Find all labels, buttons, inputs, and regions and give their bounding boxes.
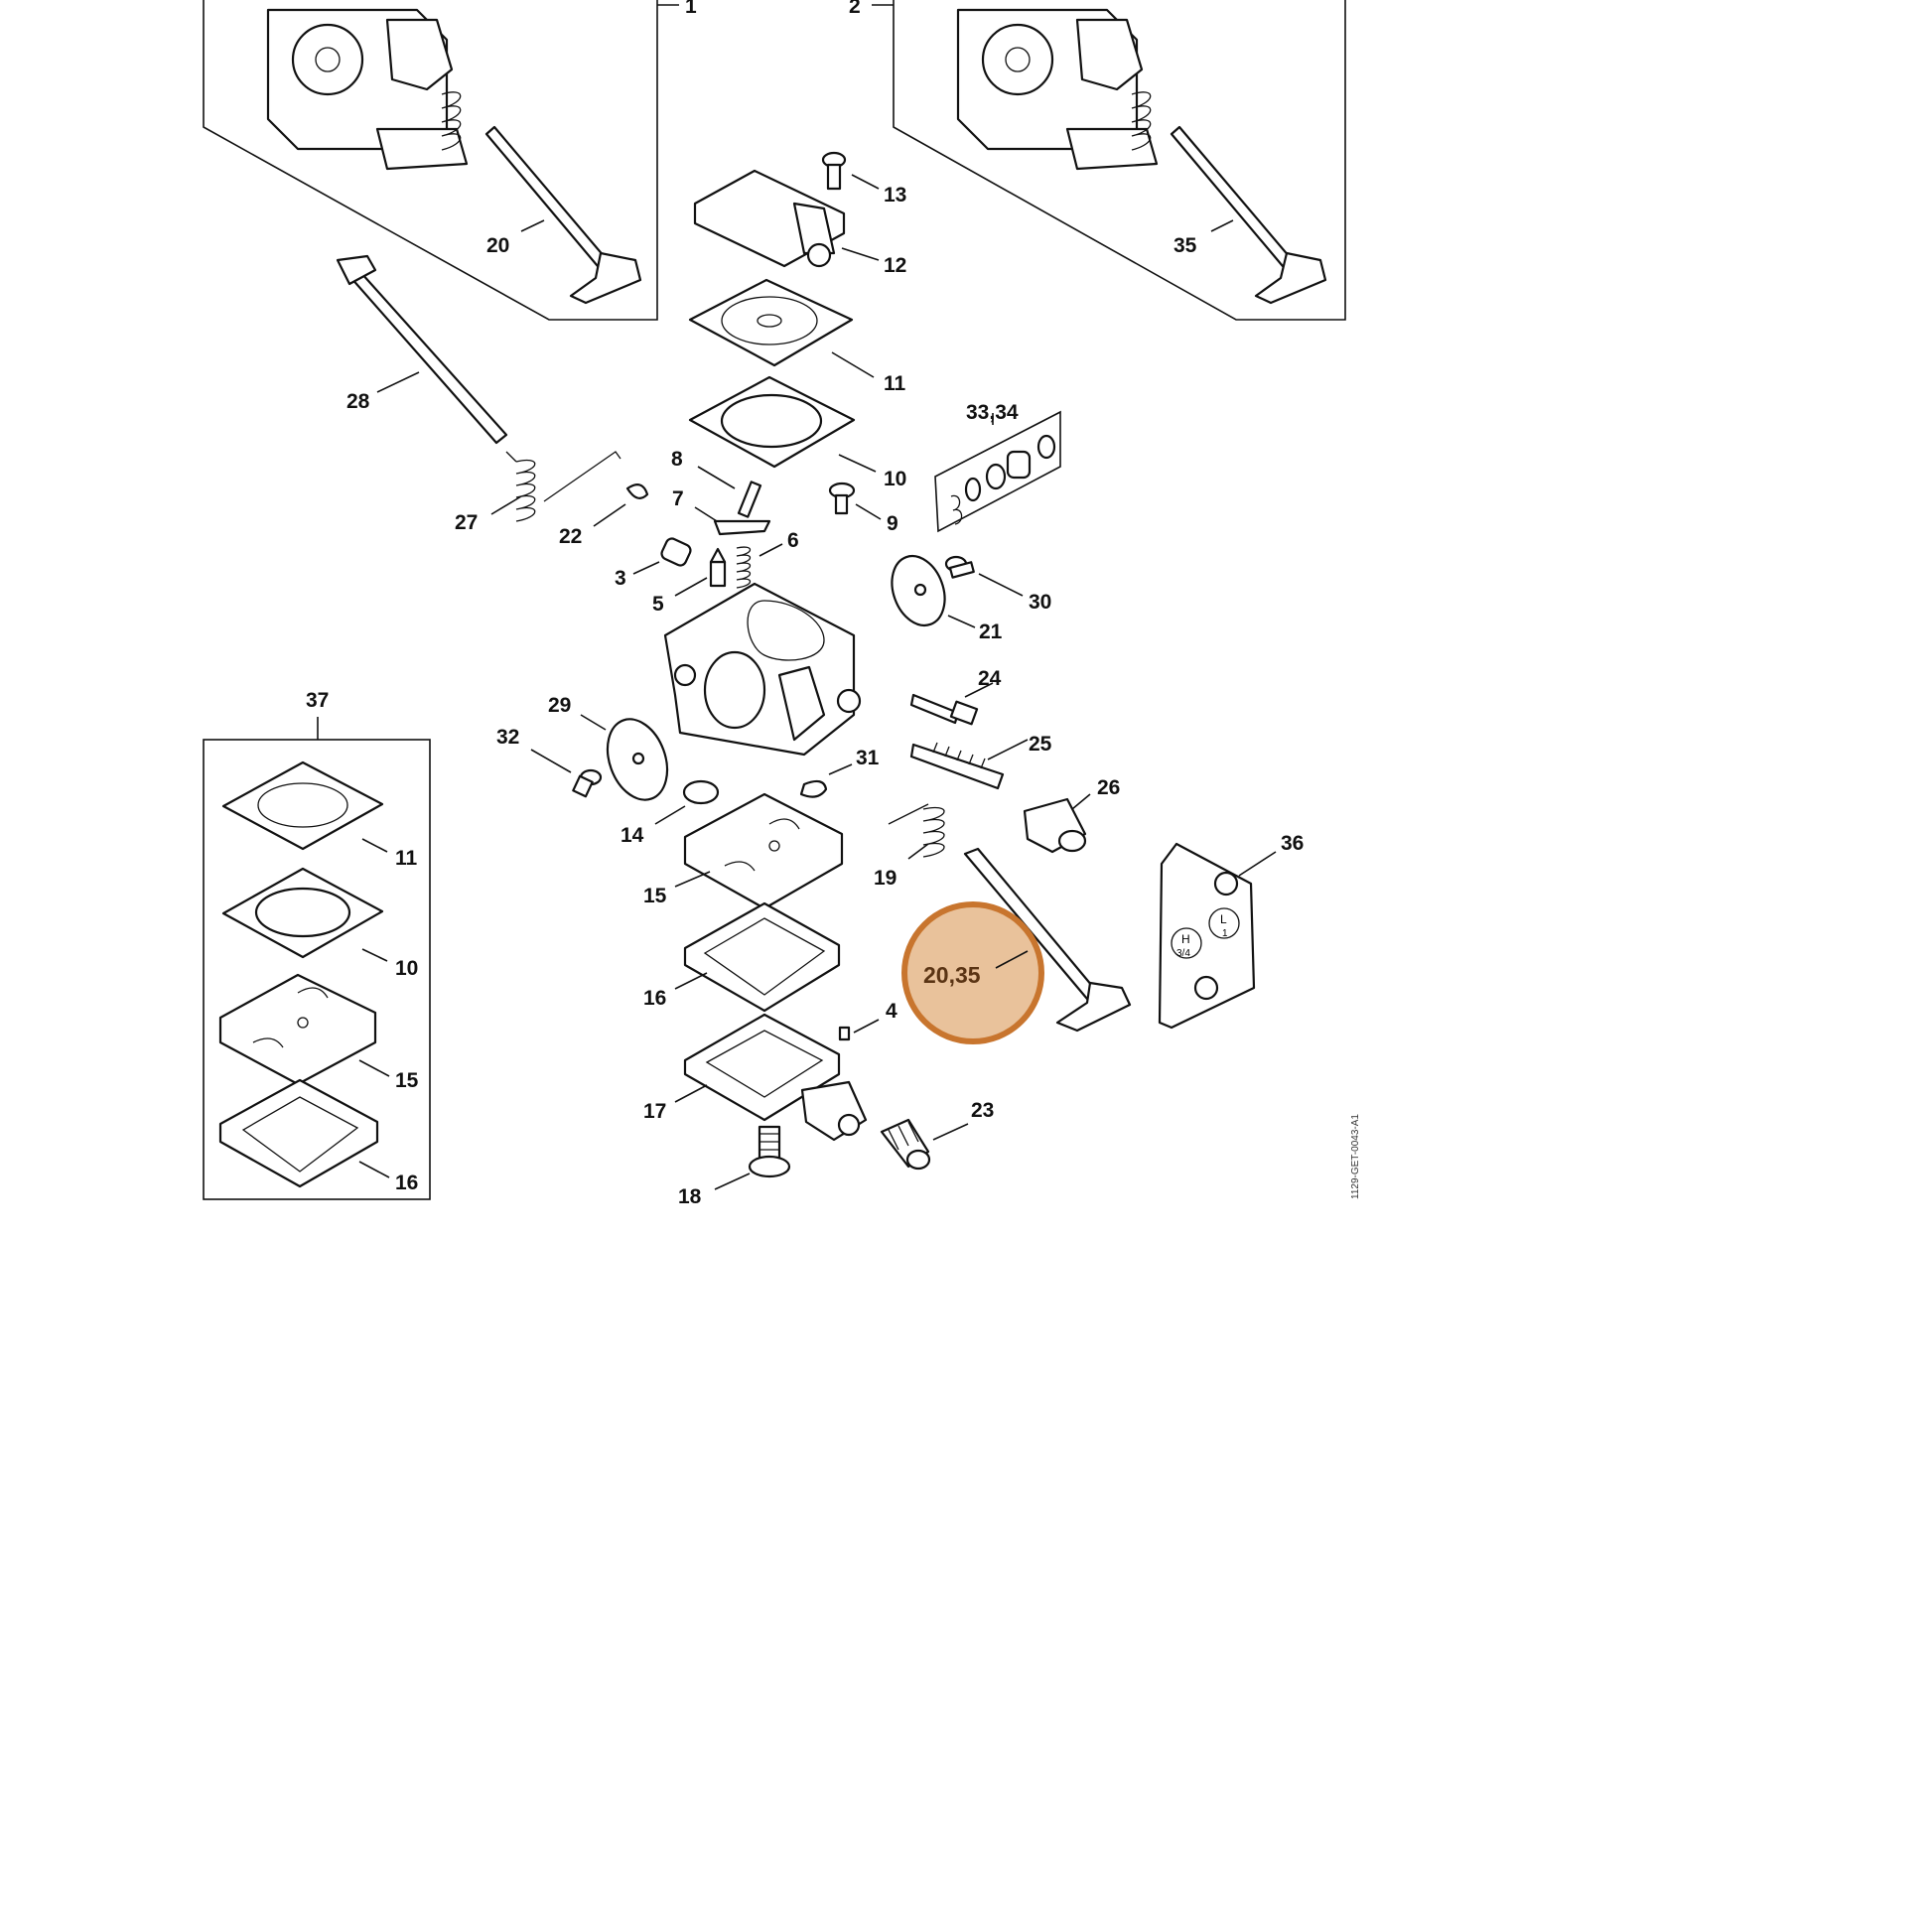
screw-18 [748, 1125, 791, 1178]
adjust-mark-high-turns: 3/4 [1176, 948, 1190, 959]
kit-label-10: 10 [395, 957, 418, 980]
fitting-23 [880, 1118, 931, 1171]
metering-diaphragm-15 [683, 792, 844, 910]
label-37: 37 [306, 689, 329, 712]
limiter-cap-26 [1023, 797, 1087, 854]
label-23: 23 [971, 1099, 994, 1122]
adjust-mark-high: H [1181, 932, 1190, 946]
spring-19 [888, 803, 945, 858]
label-20: 20 [486, 234, 509, 257]
label-12: 12 [884, 254, 906, 277]
screen-14 [682, 779, 720, 805]
pump-cover-12 [693, 169, 846, 268]
label-31: 31 [856, 747, 880, 769]
label-2: 2 [849, 0, 861, 18]
kit-label-16: 16 [395, 1172, 418, 1194]
highlight-circle[interactable] [901, 901, 1044, 1044]
torsion-spring-27 [505, 451, 621, 522]
label-9: 9 [887, 512, 898, 535]
label-18: 18 [678, 1185, 702, 1208]
label-30: 30 [1029, 591, 1051, 614]
diaphragm-11 [688, 278, 854, 367]
label-17: 17 [643, 1100, 666, 1123]
label-5: 5 [652, 593, 664, 616]
carburetor-body [663, 582, 862, 757]
choke-shaft-20-35 [963, 847, 1132, 1033]
cover-36: H 3/4 L 1 [1158, 842, 1256, 1030]
label-6: 6 [787, 529, 799, 552]
screw-13 [821, 151, 847, 191]
label-24: 24 [978, 667, 1002, 690]
label-1: 1 [685, 0, 697, 18]
label-10: 10 [884, 468, 906, 490]
label-15: 15 [643, 885, 667, 907]
assembly-inset-2 [872, 0, 1346, 321]
screw-9 [828, 482, 856, 515]
pin-4 [838, 1026, 851, 1041]
kit-label-11: 11 [395, 847, 418, 870]
screw-30 [944, 555, 975, 579]
label-4: 4 [886, 1000, 897, 1023]
label-19: 19 [874, 867, 897, 890]
gasket-10 [688, 375, 856, 469]
document-id: 1129-GET-0043-A1 [1350, 1114, 1361, 1199]
label-26: 26 [1097, 776, 1120, 799]
label-27: 27 [455, 511, 478, 534]
adjust-mark-low: L [1220, 912, 1227, 926]
pin-8 [737, 481, 762, 518]
label-28: 28 [346, 390, 370, 413]
assembly-inset-1 [203, 0, 679, 321]
adjust-screw-24 [909, 693, 979, 726]
adjust-mark-low-turns: 1 [1222, 928, 1228, 939]
label-25: 25 [1029, 733, 1052, 756]
seal-kit-33-34 [934, 410, 1061, 533]
label-13: 13 [884, 184, 906, 207]
screw-32 [572, 768, 603, 798]
metering-cover-17 [683, 1013, 868, 1142]
label-21: 21 [979, 621, 1003, 643]
kit-label-15: 15 [395, 1069, 419, 1092]
label-32: 32 [496, 726, 519, 749]
plate-29 [606, 718, 669, 801]
gasket-16 [683, 901, 841, 1013]
label-3: 3 [615, 567, 626, 590]
adjust-screw-25 [909, 742, 1005, 790]
plate-21 [891, 555, 946, 626]
label-11: 11 [884, 372, 906, 395]
throttle-shaft-28 [336, 254, 508, 445]
spring-6 [736, 546, 752, 589]
label-7: 7 [672, 487, 684, 510]
label-14: 14 [621, 824, 644, 847]
clip-22 [625, 483, 649, 499]
label-33-34: 33,34 [966, 401, 1019, 424]
label-8: 8 [671, 448, 683, 471]
plug-3 [660, 537, 692, 567]
label-36: 36 [1281, 832, 1304, 855]
needle-valve-5 [709, 547, 727, 588]
clip-31 [799, 779, 828, 798]
lever-7 [713, 519, 771, 536]
label-29: 29 [548, 694, 571, 717]
gasket-kit-37 [203, 717, 431, 1200]
label-22: 22 [559, 525, 582, 548]
highlighted-callout[interactable]: 20,35 [901, 901, 1044, 1044]
highlight-label: 20,35 [923, 962, 981, 988]
label-16: 16 [643, 987, 666, 1010]
label-35: 35 [1173, 234, 1197, 257]
